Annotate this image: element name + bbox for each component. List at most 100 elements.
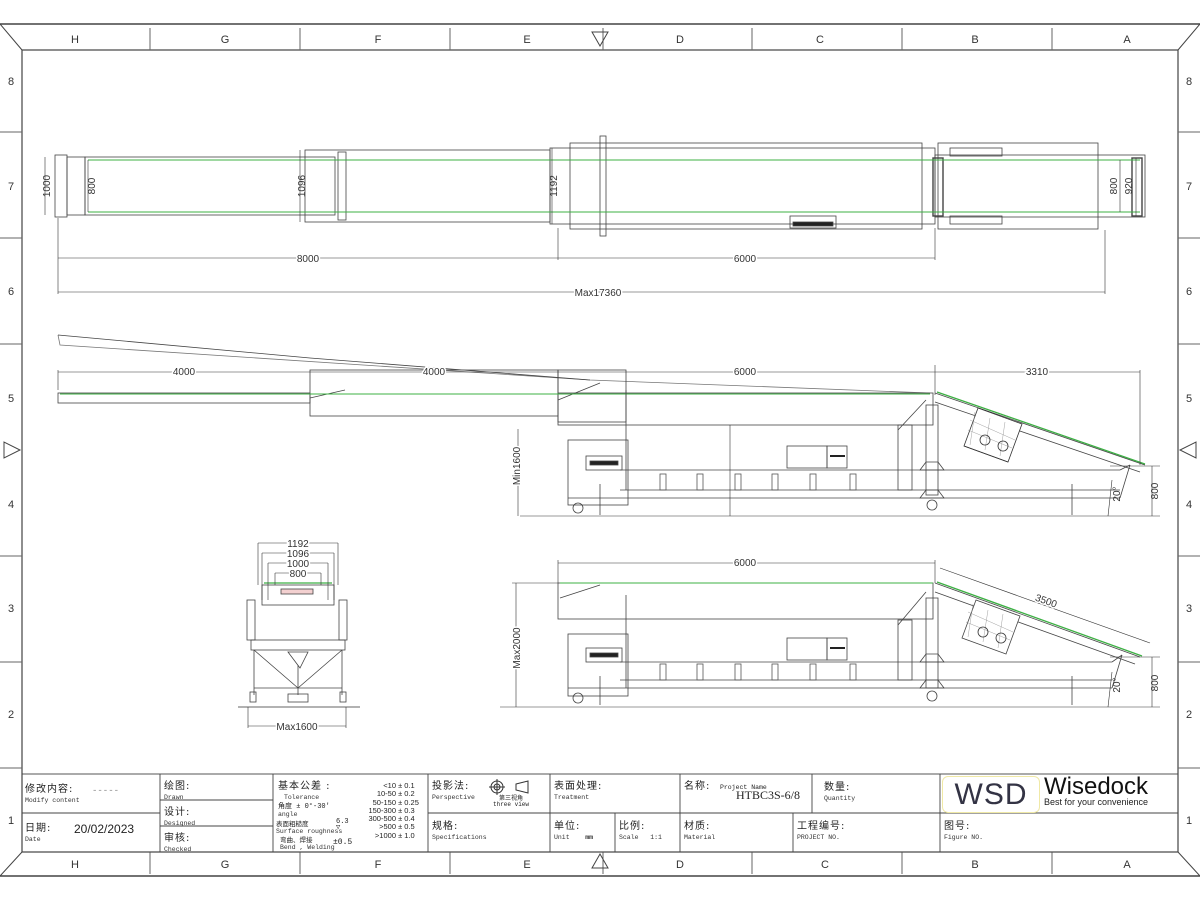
svg-text:8000: 8000 [297,254,320,265]
tolerance-row: 10-50 ± 0.2 [376,789,415,799]
svg-text:7: 7 [8,181,14,193]
designed-field: 设计:Designed [164,807,196,827]
svg-text:1096: 1096 [287,549,310,560]
svg-text:800: 800 [1109,177,1120,194]
project-name-value: HTBC3S-6/8 [736,788,801,802]
modify-content-value: ----- [92,786,120,796]
modify-content-field: 修改内容: Modify content [25,784,80,804]
svg-text:Min1600: Min1600 [512,446,523,485]
checked-field: 审核:Checked [164,833,192,853]
wsd-logo-mark: WSD [942,776,1040,813]
scale-field: 比例: Scale 1:1 [619,821,662,841]
tolerance-row: <10 ± 0.1 [383,781,415,790]
svg-text:800: 800 [1150,674,1161,691]
drawing-frame [0,23,1200,877]
svg-text:A: A [1123,859,1131,871]
centering-mark-top [591,31,609,48]
svg-text:7: 7 [1186,181,1192,193]
wisedock-brand: Wisedock Best for your convenience [1044,773,1149,807]
svg-text:6: 6 [1186,286,1192,298]
svg-text:8: 8 [8,76,14,88]
svg-text:B: B [971,859,978,871]
third-angle-projection-icon [489,779,529,795]
column-zone-labels: H G F E D C B A H G F E D C B A [71,34,1131,871]
svg-text:4000: 4000 [423,367,446,378]
svg-text:800: 800 [87,177,98,194]
title-block-grid [21,773,1179,853]
svg-text:Max2000: Max2000 [512,627,523,669]
tolerance-surface-roughness: 表面粗糙度 Surface roughness [276,821,343,835]
svg-text:6000: 6000 [734,254,757,265]
svg-text:4: 4 [1186,499,1192,511]
svg-text:5: 5 [8,393,14,405]
svg-text:8: 8 [1186,76,1192,88]
svg-text:6000: 6000 [734,558,757,569]
svg-text:20°: 20° [1112,486,1123,501]
svg-text:G: G [221,34,230,46]
side-view-extended-dimensions: 4000 4000 6000 3310 Min1600 20° 800 [171,366,1161,502]
figure-number-field: 图号:Figure NO. [944,821,984,841]
svg-text:1000: 1000 [287,559,310,570]
project-number-field: 工程编号:PROJECT NO. [797,821,846,841]
side-view-raised-dimensions: 6000 3500 Max2000 20° 800 [511,557,1162,693]
tolerance-heading: 基本公差 : Tolerance [278,781,331,801]
svg-text:F: F [375,34,382,46]
end-view-dimensions: 1192 1096 1000 800 Max1600 [275,538,320,735]
svg-text:C: C [821,859,829,871]
svg-text:C: C [816,34,824,46]
svg-text:1: 1 [8,815,14,827]
tolerance-row: >1000 ± 1.0 [374,830,415,840]
project-name-field: 名称: Project Name [684,781,767,792]
svg-text:2: 2 [8,709,14,721]
svg-text:1000: 1000 [42,174,53,197]
svg-text:D: D [676,34,684,46]
unit-field: 单位: Unit mm [554,821,594,841]
end-view [238,542,360,728]
svg-text:F: F [375,859,382,871]
centering-mark-right [1178,441,1197,459]
tolerance-row: 50-150 ± 0.25 [372,797,419,807]
svg-text:B: B [971,34,978,46]
svg-text:G: G [221,859,230,871]
svg-text:D: D [676,859,684,871]
svg-text:4: 4 [8,499,14,511]
projection-field: 投影法:Perspective [432,781,475,801]
svg-text:E: E [523,34,530,46]
svg-text:1: 1 [1186,815,1192,827]
tolerance-angle: 角度 ± 0°-30' angle [278,803,330,818]
centering-mark-bottom [591,852,609,869]
svg-text:4000: 4000 [173,367,196,378]
tolerance-table: <10 ± 0.1 10-50 ± 0.2 50-150 ± 0.25 150-… [352,781,419,840]
row-zone-labels: 8 7 6 5 4 3 2 1 8 7 6 5 4 3 2 1 [8,76,1192,827]
material-field: 材质:Material [684,821,716,841]
svg-text:1192: 1192 [287,539,309,550]
svg-text:800: 800 [290,569,307,580]
svg-text:2: 2 [1186,709,1192,721]
svg-text:5: 5 [1186,393,1192,405]
svg-text:A: A [1123,34,1131,46]
side-view-raised [500,560,1160,708]
svg-text:Max17360: Max17360 [575,288,622,299]
plan-view [44,135,1146,294]
date-value: 20/02/2023 [74,822,135,836]
svg-text:20°: 20° [1112,677,1123,692]
quantity-field: 数量:Quantity [824,782,856,802]
side-view-extended [57,334,1160,517]
specifications-field: 规格:Specifications [432,821,487,841]
plan-view-dimensions: 1000 800 1096 1192 800 920 8000 6000 Max… [42,174,1135,300]
svg-text:1096: 1096 [297,174,308,197]
surface-roughness-symbol: 6.3▽ [336,818,349,832]
svg-text:920: 920 [1124,177,1135,194]
svg-text:H: H [71,859,79,871]
tolerance-row: 150-300 ± 0.3 [368,805,415,815]
drawn-field: 绘图:Drawn [164,781,191,801]
bend-welding-value: ±0.5 [333,838,353,847]
tolerance-bend-welding: 弯曲、焊接 Bend , Welding [280,837,335,851]
svg-text:3310: 3310 [1026,367,1049,378]
svg-text:E: E [523,859,530,871]
svg-text:6: 6 [8,286,14,298]
svg-text:3: 3 [1186,603,1192,615]
svg-text:H: H [71,34,79,46]
